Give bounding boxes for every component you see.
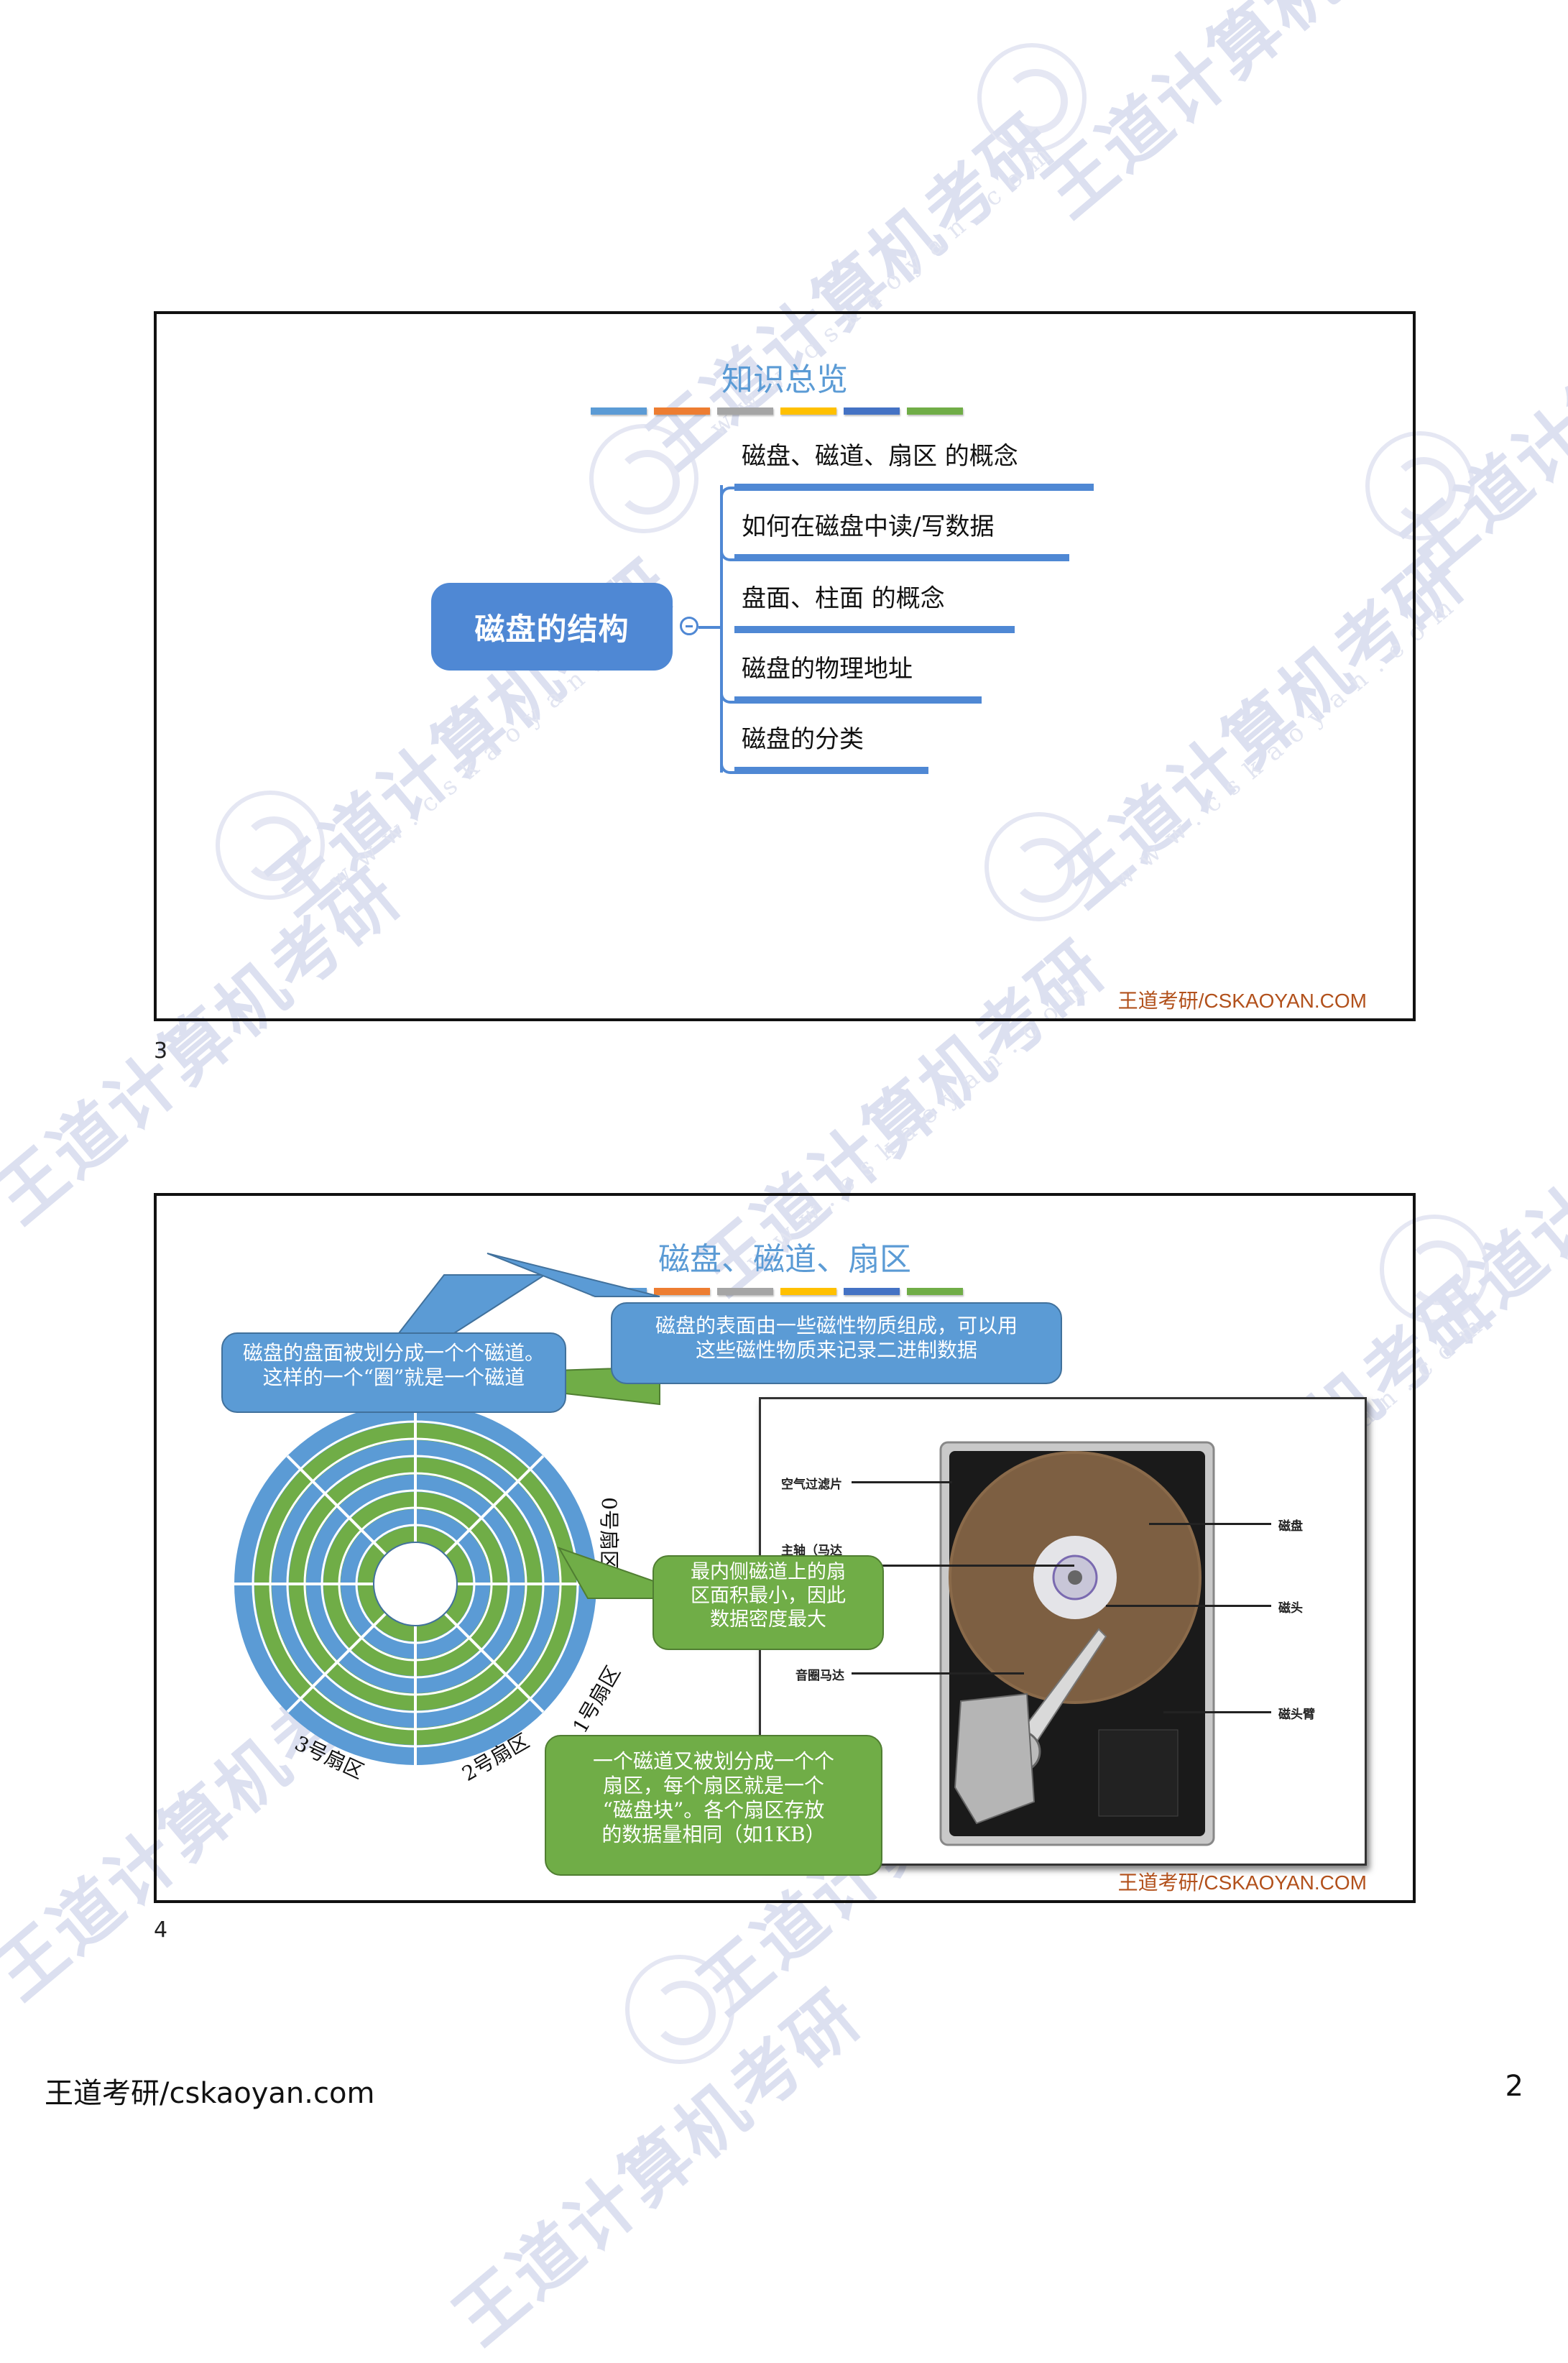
branch-label: 磁盘的分类 [742,725,864,754]
callout-line: 一个磁道又被划分成一个个 [592,1749,834,1773]
branch-label: 磁盘、磁道、扇区 的概念 [742,442,1018,471]
slide-disk-track-sector: 磁盘、磁道、扇区 [154,1193,1416,1903]
slide-knowledge-overview: 知识总览 磁盘的结构 磁盘、磁道、扇区 的概念 如何在磁盘中读/写数据 盘面、柱… [154,311,1416,1021]
page-number: 2 [1505,2070,1523,2103]
slide-brand: 王道考研/CSKAOYAN.COM [1117,990,1367,1012]
hdd-label-spindle: 主轴（马达 [781,1544,842,1558]
callout-line: 这样的一个“圈”就是一个磁道 [262,1365,525,1390]
hdd-label-voice-coil: 音圈马达 [795,1669,844,1683]
callout-line: 区面积最小，因此 [691,1584,846,1607]
hdd-leader-line [852,1672,1024,1675]
mindmap-root-node[interactable]: 磁盘的结构 [431,583,673,671]
branch-curve [720,760,736,774]
hdd-label-arm: 磁头臂 [1278,1708,1315,1722]
color-bar [907,1288,963,1295]
disk-platter-diagram [234,1403,596,1765]
mindmap-root-label: 磁盘的结构 [474,611,629,647]
mindmap-spine [720,485,733,773]
branch-underline [734,696,982,704]
mindmap-connector [698,626,723,629]
branch-curve [720,547,736,561]
color-bar [844,407,900,415]
branch-underline [734,626,1015,633]
color-bar [654,1288,710,1295]
callout-track: 磁盘的盘面被划分成一个个磁道。 这样的一个“圈”就是一个磁道 [221,1332,566,1413]
color-bar [717,1288,773,1295]
callout-surface: 磁盘的表面由一些磁性物质组成，可以用 这些磁性物质来记录二进制数据 [611,1302,1062,1384]
branch-label: 磁盘的物理地址 [742,655,913,683]
hdd-leader-line [852,1481,952,1483]
branch-underline [734,554,1069,561]
branch-label: 盘面、柱面 的概念 [742,584,945,613]
collapse-toggle-icon[interactable] [680,617,698,635]
slide-title: 知识总览 [721,361,848,398]
callout-line: 磁盘的盘面被划分成一个个磁道。 [242,1341,545,1365]
color-bar [654,407,710,415]
hdd-leader-line [1149,1523,1271,1525]
watermark-seal-icon [625,1955,734,2064]
hard-disk-image [939,1441,1215,1846]
hdd-label-head: 磁头 [1278,1601,1303,1616]
callout-line: 数据密度最大 [710,1608,826,1631]
hdd-leader-line [1163,1711,1271,1713]
branch-curve [720,487,736,501]
callout-line: 磁盘的表面由一些磁性物质组成，可以用 [655,1314,1018,1337]
color-bar [591,407,647,415]
color-bar [717,407,773,415]
color-bar [780,1288,836,1295]
slide-brand: 王道考研/CSKAOYAN.COM [1117,1871,1367,1894]
hdd-label-air-filter: 空气过滤片 [781,1478,842,1492]
page-footer-brand: 王道考研/cskaoyan.com [45,2077,375,2110]
callout-line: 最内侧磁道上的扇 [691,1561,846,1583]
hdd-leader-line [852,1565,1074,1567]
callout-line: 的数据量相同（如1KB） [601,1823,826,1847]
branch-underline [734,767,928,774]
slide-number: 4 [154,1917,168,1943]
callout-line: 这些磁性物质来记录二进制数据 [695,1338,977,1363]
watermark-seal-icon [977,43,1087,152]
branch-underline [734,484,1094,491]
watermark-text: 王道计算机考研 [1028,0,1466,233]
callout-line: 扇区，每个扇区就是一个 [602,1774,824,1798]
callout-line: “磁盘块”。各个扇区存放 [602,1798,825,1823]
slide-title: 磁盘、磁道、扇区 [658,1241,911,1278]
callout-inner-track: 最内侧磁道上的扇 区面积最小，因此 数据密度最大 [652,1555,884,1650]
slide-number: 3 [154,1038,168,1064]
color-bar [844,1288,900,1295]
branch-label: 如何在磁盘中读/写数据 [742,512,995,541]
color-bar [907,407,963,415]
color-bar [780,407,836,415]
hdd-leader-line [1106,1605,1271,1607]
branch-curve [720,689,736,704]
title-color-bars [591,407,963,415]
callout-sector: 一个磁道又被划分成一个个 扇区，每个扇区就是一个 “磁盘块”。各个扇区存放 的数… [545,1735,882,1876]
hdd-label-platter: 磁盘 [1278,1519,1303,1534]
watermark-text: 王道计算机考研 [439,1975,877,2360]
